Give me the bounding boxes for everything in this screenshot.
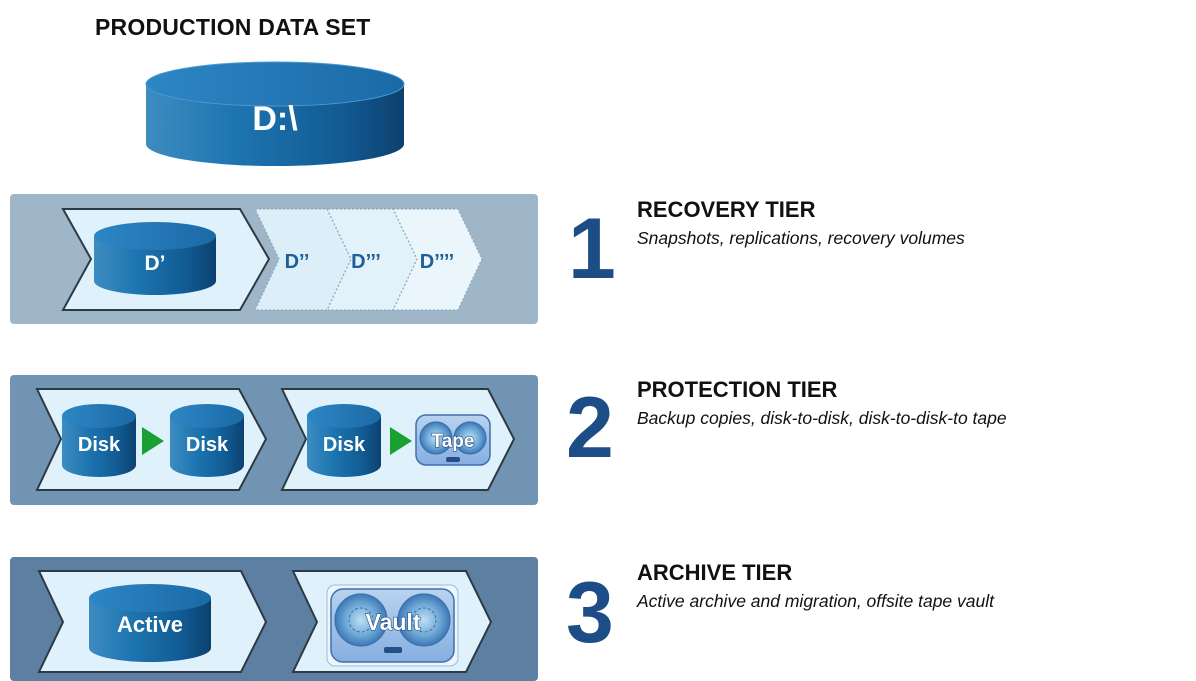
vault-tape-icon <box>326 584 459 667</box>
recovery-ghost-label-3: D’’’ <box>351 251 381 273</box>
disk-icon-3 <box>307 404 381 477</box>
active-archive-label: Active <box>117 612 183 637</box>
recovery-ghost-label-2: D’’ <box>285 251 310 273</box>
production-drive-label: D:\ <box>252 100 298 138</box>
protection-tier-band <box>10 375 538 505</box>
production-disk-icon <box>145 61 405 166</box>
ghost-chevron-2 <box>253 208 352 311</box>
archive-tier-description: Active archive and migration, offsite ta… <box>637 591 994 611</box>
recovery-tier-title: RECOVERY TIER <box>637 197 816 222</box>
archive-tier-title: ARCHIVE TIER <box>637 560 793 585</box>
vault-label: Vault <box>366 609 421 635</box>
tier-number-2: 2 <box>566 380 614 476</box>
disk-label-1: Disk <box>78 434 121 456</box>
arrow-right-icon <box>142 427 164 455</box>
tier-number-1: 1 <box>568 201 616 297</box>
disk-icon-2 <box>170 404 244 477</box>
arrow-right-icon <box>390 427 412 455</box>
recovery-ghost-label-4: D’’’’ <box>420 251 454 273</box>
disk-label-3: Disk <box>323 434 366 456</box>
archive-tier-band <box>10 557 538 681</box>
tape-cartridge-icon <box>415 414 491 466</box>
protection-tier-title: PROTECTION TIER <box>637 377 838 402</box>
recovery-volume-label: D’ <box>145 252 166 275</box>
protection-tier-description: Backup copies, disk-to-disk, disk-to-dis… <box>637 408 1007 428</box>
disk-label-2: Disk <box>186 434 229 456</box>
recovery-tier-band <box>10 194 538 324</box>
tier-number-3: 3 <box>566 565 614 661</box>
ghost-chevron-3 <box>318 208 418 311</box>
snapshot-disk-icon <box>94 222 216 295</box>
ghost-chevron-4 <box>383 208 483 311</box>
active-archive-disk-icon <box>89 584 211 662</box>
recovery-tier-description: Snapshots, replications, recovery volume… <box>637 228 965 248</box>
tape-label: Tape <box>432 431 475 452</box>
production-data-set-title: PRODUCTION DATA SET <box>95 14 371 40</box>
disk-icon-1 <box>62 404 136 477</box>
